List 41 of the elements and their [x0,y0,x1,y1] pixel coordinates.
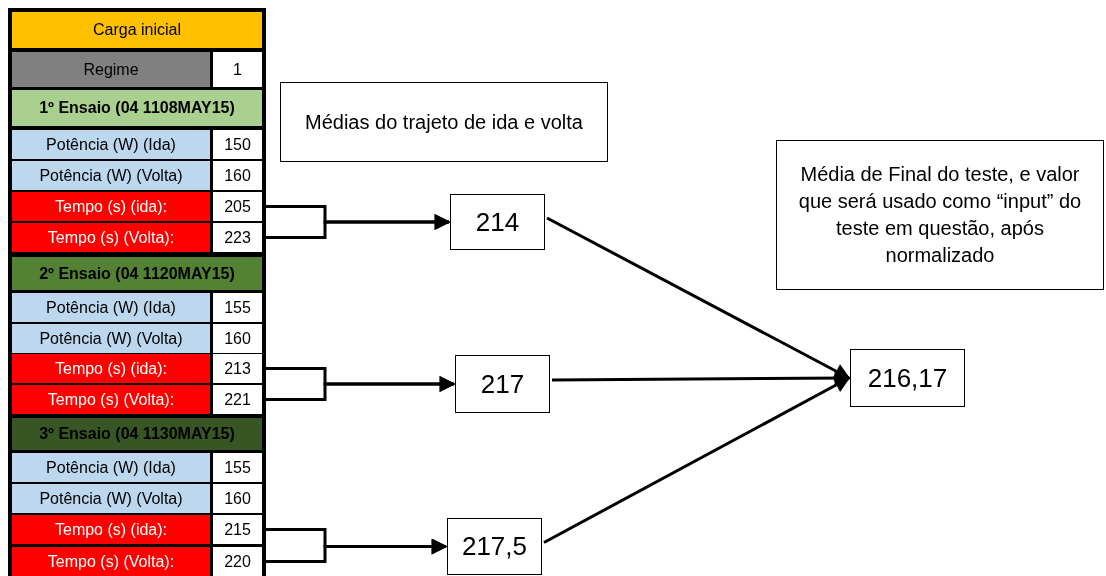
section-header-cell: 3º Ensaio (04 1130MAY15) [12,418,262,450]
label-cell: Tempo (s) (ida): [12,515,210,544]
label-cell: Potência (W) (Volta) [12,324,210,353]
label-cell: Potência (W) (Ida) [12,293,210,322]
arrow [543,376,851,544]
value-cell: 155 [213,293,262,322]
value-cell: 223 [213,223,262,252]
value-cell: 220 [213,547,262,576]
label-cell: Potência (W) (Ida) [12,453,210,482]
arrow [266,376,456,401]
value-box: 214 [450,194,545,250]
label-cell: Potência (W) (Volta) [12,484,210,513]
value-cell: 160 [213,484,262,513]
value-cell: 1 [213,52,262,87]
value-cell: 213 [213,354,262,383]
value-cell: 160 [213,161,262,190]
label-cell: Tempo (s) (ida): [12,192,210,221]
value-cell: 160 [213,324,262,353]
table-header-cell: Carga inicial [12,12,262,48]
label-cell: Tempo (s) (Volta): [12,547,210,576]
value-box: 216,17 [850,349,965,407]
arrow [546,216,851,380]
value-box: 217 [455,355,550,413]
arrow [266,538,448,563]
value-cell: 221 [213,385,262,414]
note-box: Médias do trajeto de ida e volta [280,82,608,162]
section-header-cell: 2º Ensaio (04 1120MAY15) [12,257,262,290]
arrow [266,214,451,239]
value-cell: 150 [213,130,262,159]
label-cell: Tempo (s) (Volta): [12,223,210,252]
label-cell: Regime [12,52,210,87]
label-cell: Potência (W) (Volta) [12,161,210,190]
value-cell: 155 [213,453,262,482]
section-header-cell: 1º Ensaio (04 1108MAY15) [12,90,262,126]
value-cell: 205 [213,192,262,221]
label-cell: Tempo (s) (Volta): [12,385,210,414]
value-box: 217,5 [447,518,542,575]
note-box: Média de Final do teste, e valor que será usado como “input” do teste em questão, após normalizado [776,140,1104,290]
label-cell: Tempo (s) (ida): [12,354,210,383]
label-cell: Potência (W) (Ida) [12,130,210,159]
value-cell: 215 [213,515,262,544]
